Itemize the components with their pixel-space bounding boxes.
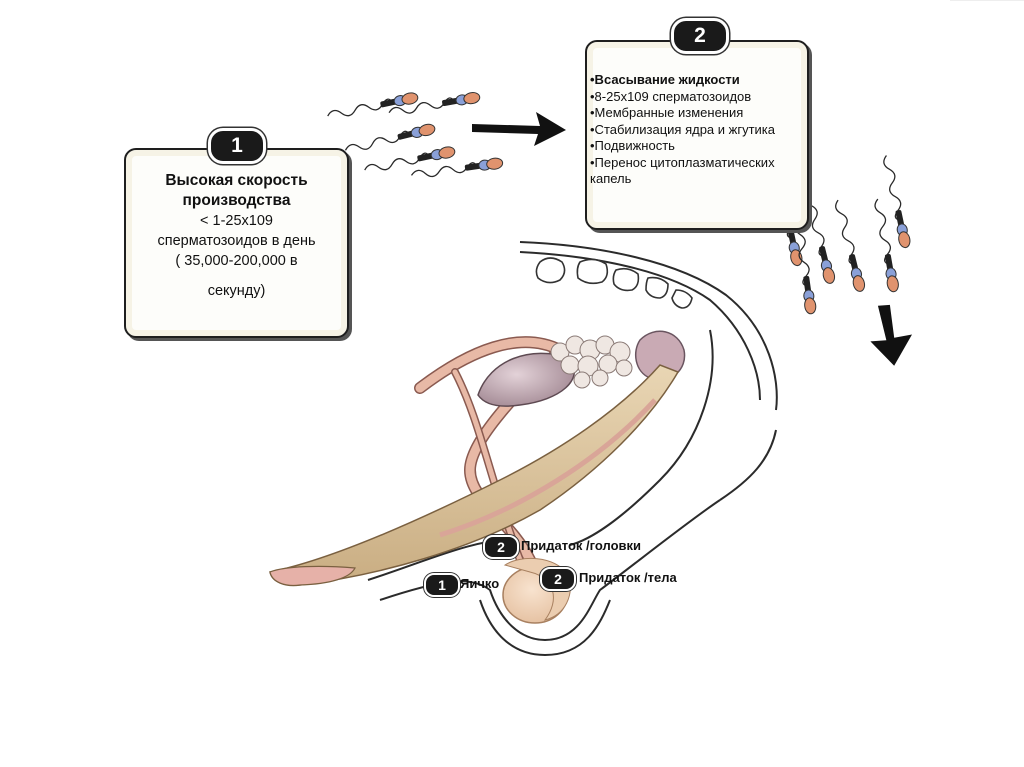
arrow-right-icon: [472, 112, 566, 146]
sperm-group-top: [325, 90, 505, 182]
box2-item: капель: [590, 171, 632, 186]
label-badge-head: 2: [483, 535, 519, 559]
box1-line-6: секунду): [207, 283, 266, 299]
urethra: [439, 398, 657, 538]
info-box-epididymis: •Всасывание жидкости •8-25x109 сперматоз…: [585, 40, 809, 230]
vertebrae: [535, 257, 693, 309]
arrow-down-icon: [870, 304, 913, 366]
box1-title-2: производства: [182, 192, 291, 209]
badge-2: 2: [671, 18, 729, 54]
box1-title-1: Высокая скорость: [165, 172, 308, 189]
label-epididymis-body: Придаток /тела: [579, 570, 677, 585]
glans: [269, 565, 356, 587]
box2-item: •Мембранные изменения: [590, 105, 744, 120]
box2-item: •Перенос цитоплазматических: [590, 154, 775, 170]
label-epididymis-head: Придаток /головки: [521, 538, 642, 553]
label-badge-body: 2: [540, 567, 576, 591]
box2-item: •8-25x109 сперматозоидов: [590, 88, 752, 104]
box2-item: •Всасывание жидкости: [590, 72, 740, 87]
info-box-production: Высокая скорость производства < 1-25x109…: [124, 148, 349, 338]
box1-line-5: ( 35,000-200,000 в: [175, 253, 298, 269]
box1-line-3: < 1-25x109: [200, 213, 273, 229]
box2-item: •Подвижность: [590, 138, 675, 153]
badge-1: 1: [208, 128, 266, 164]
label-testis: Яичко: [460, 576, 500, 591]
label-badge-testis: 1: [424, 573, 460, 597]
box2-item: •Стабилизация ядра и жгутика: [590, 121, 776, 137]
prostate: [550, 335, 633, 389]
body-outline: [367, 241, 778, 657]
seminal-vesicle: [477, 352, 576, 407]
box1-line-4: сперматозоидов в день: [157, 233, 316, 249]
box2-list: •Всасывание жидкости •8-25x109 сперматоз…: [590, 72, 807, 188]
